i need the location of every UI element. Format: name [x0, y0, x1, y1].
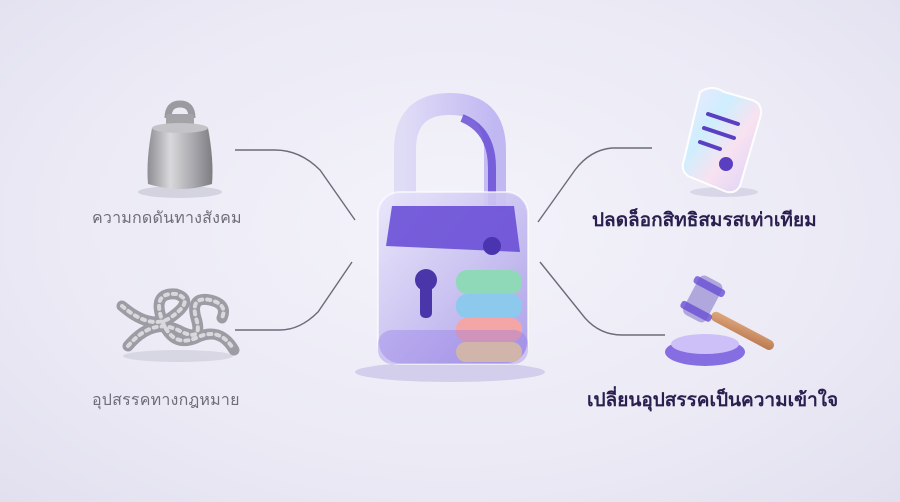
label-social-pressure: ความกดดันทางสังคม — [92, 208, 242, 227]
label-legal-obstacles: อุปสรรคทางกฎหมาย — [92, 390, 240, 409]
label-obstacles-to-understanding: เปลี่ยนอุปสรรคเป็นความเข้าใจ — [587, 389, 839, 411]
label-unlock-marriage-equality: ปลดล็อกสิทธิสมรสเท่าเทียม — [592, 209, 817, 231]
